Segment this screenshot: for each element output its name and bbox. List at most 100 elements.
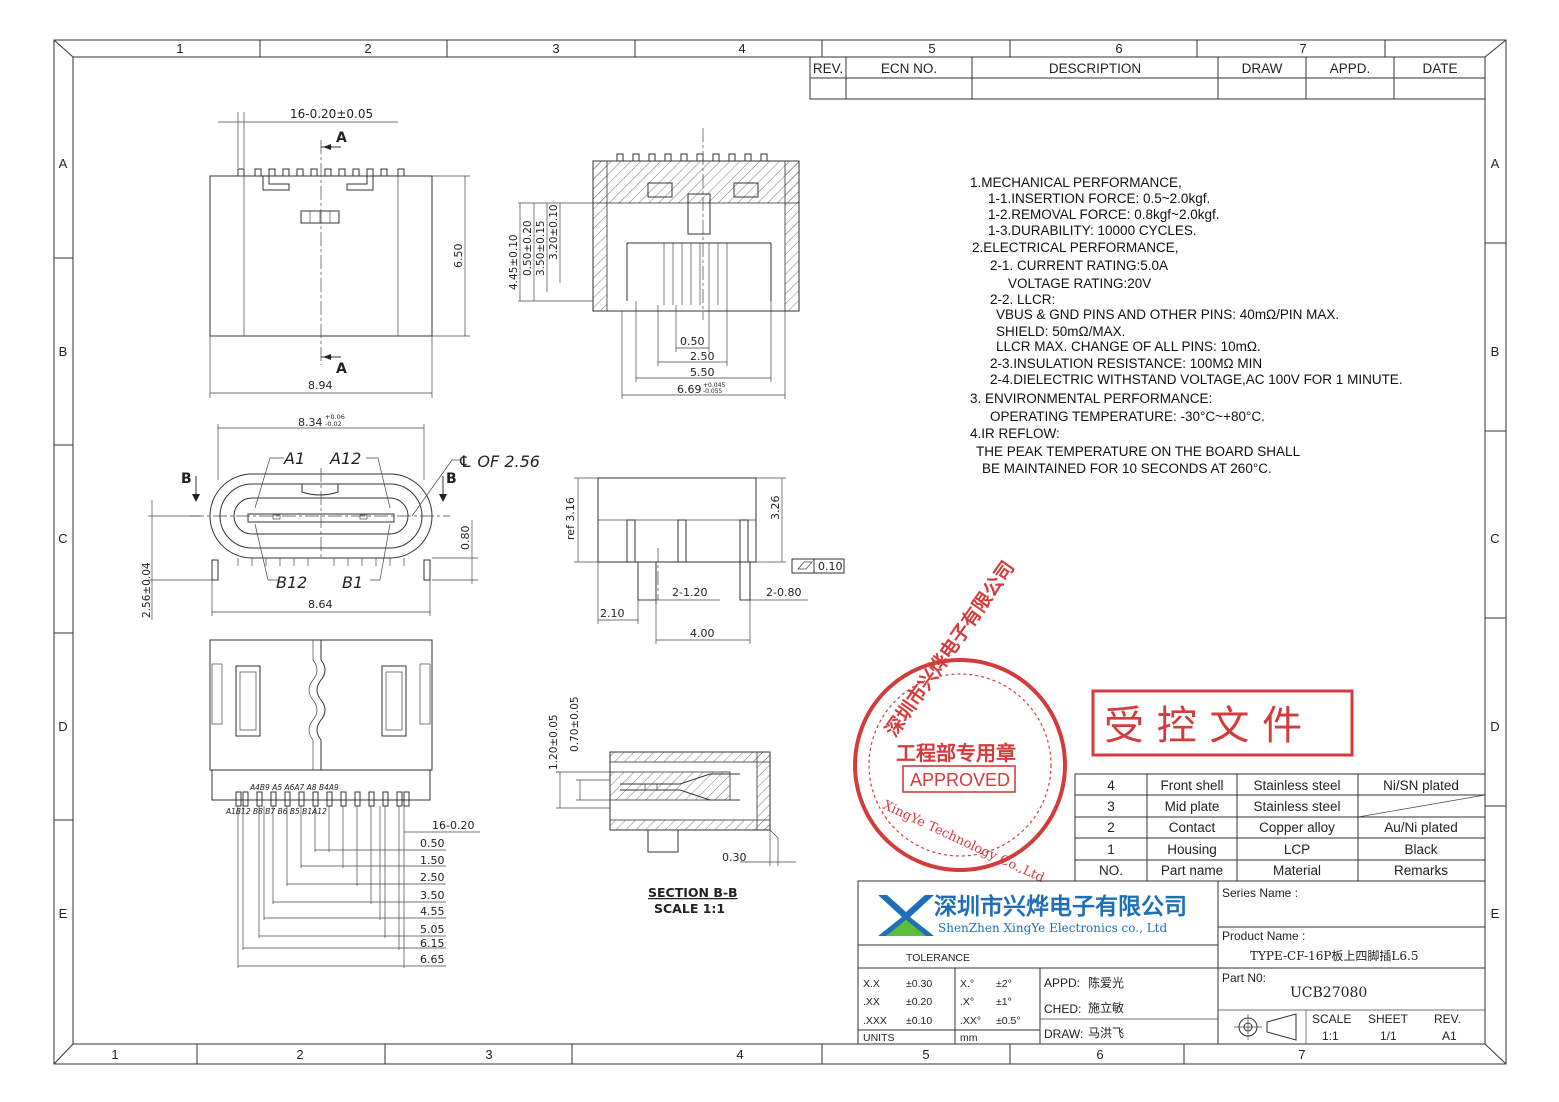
rev-header-description: DESCRIPTION [1049, 61, 1141, 76]
bom-name: Housing [1167, 842, 1217, 857]
grid-row-right-b: B [1491, 344, 1500, 359]
tol-row: ±0.20 [906, 996, 932, 1008]
grid-col-bottom-2: 2 [296, 1047, 303, 1062]
section-b-label-right: B [446, 471, 457, 487]
note-line: 2-3.INSULATION RESISTANCE: 100MΩ MIN [990, 356, 1262, 371]
draw-name: 马洪飞 [1088, 1026, 1124, 1040]
dim-pitch-455: 4.55 [420, 905, 445, 918]
grid-row-right-c: C [1490, 531, 1499, 546]
scale-value: 1:1 [1322, 1029, 1339, 1043]
bom-material: Stainless steel [1253, 799, 1340, 814]
dim-front-864: 8.64 [308, 598, 333, 611]
bom-material: Copper alloy [1259, 820, 1335, 835]
ched-label: CHED: [1044, 1002, 1081, 1016]
top-view: A A 16-0.20±0.05 6.50 8.94 [209, 107, 470, 398]
bom-table: 4 Front shell Stainless steel Ni/SN plat… [1074, 773, 1486, 882]
section-b-scale: SCALE 1:1 [654, 901, 725, 916]
note-line: SHIELD: 50mΩ/MAX. [996, 324, 1125, 339]
grid-col-bottom-3: 3 [485, 1047, 492, 1062]
scale-label: SCALE [1312, 1012, 1351, 1026]
grid-col-bottom-6: 6 [1096, 1047, 1103, 1062]
dim-front-256: 2.56±0.04 [141, 562, 153, 618]
company-name-cn: 深圳市兴烨电子有限公司 [934, 893, 1187, 920]
tol-row: X.X [863, 978, 880, 990]
dim-top-pins: 16-0.20±0.05 [290, 107, 373, 121]
bom-name: Contact [1169, 820, 1216, 835]
dim-sv-w669: 6.69 [677, 383, 702, 396]
dim-sv-w550: 5.50 [690, 366, 715, 379]
label-b1: B1 [342, 573, 363, 592]
note-line: THE PEAK TEMPERATURE ON THE BOARD SHALL [976, 444, 1301, 459]
dim-pitch-150: 1.50 [420, 854, 445, 867]
note-line: 2-1. CURRENT RATING:5.0A [990, 258, 1168, 273]
bom-name: Mid plate [1165, 799, 1220, 814]
tol-row: ±0.30 [906, 978, 932, 990]
part-no-label: Part N0: [1222, 971, 1266, 985]
dim-front-834-up: +0.06 [325, 413, 345, 421]
note-line: 3. ENVIRONMENTAL PERFORMANCE: [970, 391, 1212, 406]
grid-col-top-4: 4 [738, 41, 745, 56]
company-name-en: ShenZhen XingYe Electronics co., Ltd [938, 921, 1168, 935]
bom-header-remarks: Remarks [1394, 863, 1448, 878]
dim-sv-w669-tol-up: +0.045 [703, 382, 725, 389]
grid-col-top-7: 7 [1299, 41, 1306, 56]
bom-material: LCP [1284, 842, 1310, 857]
section-a-label-top: A [336, 130, 347, 146]
tol-row: .XXX [863, 1015, 887, 1027]
bom-no: 2 [1107, 820, 1115, 835]
rev-header-rev: REV. [813, 61, 843, 76]
note-line: 2-2. LLCR: [990, 292, 1055, 307]
stamp-approved: APPROVED [910, 770, 1010, 790]
tolerance-label: TOLERANCE [906, 952, 970, 964]
grid-row-right-e: E [1491, 906, 1500, 921]
tol-row: X.° [960, 978, 974, 990]
dim-sv-320: 3.20±0.10 [548, 204, 560, 260]
title-block: 深圳市兴烨电子有限公司 ShenZhen XingYe Electronics … [857, 880, 1486, 1045]
bom-remarks: Black [1404, 842, 1437, 857]
label-centerline: ℄ OF 2.56 [458, 452, 540, 471]
grid-row-left-c: C [58, 531, 67, 546]
approval-stamp: 深圳市兴烨电子有限公司 工程部专用章 APPROVED XingYe Techn… [853, 556, 1067, 886]
bom-remarks: Au/Ni plated [1384, 820, 1458, 835]
rev-label: REV. [1434, 1012, 1461, 1026]
bom-no: 4 [1107, 778, 1115, 793]
rev-header-appd: APPD. [1330, 61, 1371, 76]
label-b12: B12 [276, 573, 307, 592]
projection-symbol-icon [1234, 1013, 1297, 1041]
side-view: ref 3.16 3.26 0.10 2-1.20 2-0.80 2.10 4.… [564, 477, 845, 644]
dim-front-834-dn: -0.02 [325, 420, 342, 428]
dim-pitch-505: 5.05 [420, 923, 445, 936]
tol-row: ±0.5° [996, 1015, 1021, 1027]
rev-value: A1 [1442, 1029, 1457, 1043]
note-line: 1.MECHANICAL PERFORMANCE, [970, 175, 1182, 190]
dim-bb-030: 0.30 [722, 851, 747, 864]
dim-bb-070: 0.70±0.05 [569, 696, 581, 752]
section-b-view: 1.20±0.05 0.70±0.05 0.30 SECTION B-B SCA… [548, 696, 796, 916]
ched-name: 施立敏 [1088, 1000, 1124, 1015]
tol-row: .XX° [960, 1015, 981, 1027]
dim-bb-120: 1.20±0.05 [548, 714, 560, 770]
grid-row-right-d: D [1490, 719, 1499, 734]
bom-header-no: NO. [1099, 863, 1123, 878]
revision-table: REV. ECN NO. DESCRIPTION DRAW APPD. DATE [809, 56, 1486, 100]
dim-front-080: 0.80 [459, 526, 472, 551]
note-line: LLCR MAX. CHANGE OF ALL PINS: 10mΩ. [996, 339, 1261, 354]
tol-row: ±2° [996, 978, 1012, 990]
grid-col-top-3: 3 [552, 41, 559, 56]
note-line: 4.IR REFLOW: [970, 426, 1060, 441]
label-a12: A12 [329, 449, 361, 468]
grid-col-top-5: 5 [928, 41, 935, 56]
units-label: UNITS [863, 1032, 895, 1044]
bom-material: Stainless steel [1253, 778, 1340, 793]
grid-col-top-2: 2 [364, 41, 371, 56]
dim-pitch-250: 2.50 [420, 871, 445, 884]
grid-col-bottom-1: 1 [111, 1047, 118, 1062]
controlled-document-stamp: 受 控 文 件 [1091, 689, 1354, 757]
rev-header-draw: DRAW [1242, 61, 1283, 76]
dim-pitch-350: 3.50 [420, 889, 445, 902]
grid-row-right-a: A [1491, 156, 1500, 171]
dim-side-2-120: 2-1.20 [672, 586, 707, 599]
grid-col-top-6: 6 [1115, 41, 1122, 56]
bom-no: 3 [1107, 799, 1115, 814]
dim-sv-050: 0.50±0.20 [522, 220, 534, 276]
